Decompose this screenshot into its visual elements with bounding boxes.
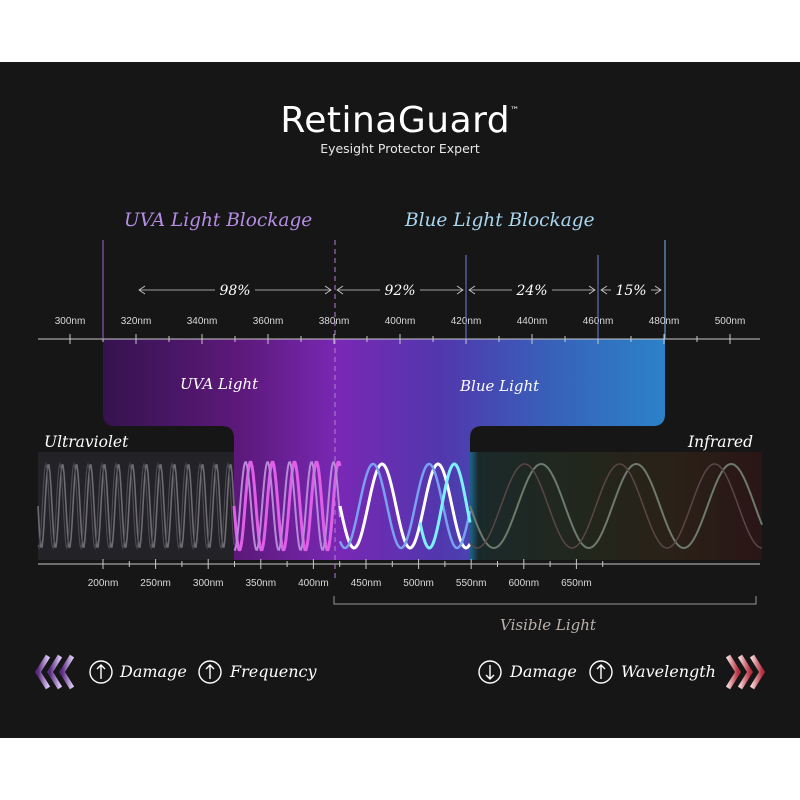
chevron-right-icon [725, 654, 765, 690]
bottom-tick-label: 250nm [140, 578, 171, 589]
bottom-tick-label: 450nm [351, 578, 382, 589]
bottom-tick-label: 300nm [193, 578, 224, 589]
brand-name: RetinaGuard [280, 100, 511, 141]
blue-blockage-header: Blue Light Blockage [405, 210, 595, 231]
visible-light-bracket [333, 596, 757, 605]
wave-line [233, 461, 341, 551]
top-tick-label: 500nm [715, 316, 746, 327]
arrow-down-icon [478, 660, 502, 684]
blockage-arrows: 98% 92% 24% 15% [138, 283, 662, 299]
arrow-up-icon [198, 660, 222, 684]
bottom-tick-label: 550nm [456, 578, 487, 589]
legend-right-wavelength: Wavelength [621, 662, 716, 681]
legend-left-damage: Damage [120, 662, 187, 681]
arrow-up-icon [89, 660, 113, 684]
wave-line [469, 463, 763, 549]
top-tick-label: 360nm [253, 316, 284, 327]
wave-line [418, 462, 472, 550]
brand-tagline: Eyesight Protector Expert [320, 141, 480, 156]
brand-logo: RetinaGuard™ [0, 100, 800, 141]
wave-lines [37, 460, 763, 552]
trademark: ™ [510, 106, 520, 116]
bottom-tick-label: 500nm [403, 578, 434, 589]
infrared-label: Infrared [688, 433, 753, 451]
arrowhead-left-icon [600, 285, 608, 295]
legend-left-frequency: Frequency [230, 662, 317, 681]
blue-light-label: Blue Light [460, 377, 540, 395]
arrowhead-right-icon [324, 285, 332, 295]
bottom-tick-label: 200nm [88, 578, 119, 589]
bottom-tick-label: 600nm [509, 578, 540, 589]
wave-line [338, 462, 472, 550]
blockage-percent: 98% [219, 283, 250, 299]
blockage-percent: 92% [384, 283, 415, 299]
light-band [103, 339, 665, 560]
arrowhead-right-icon [588, 285, 596, 295]
bottom-tick-label: 650nm [561, 578, 592, 589]
top-tick-label: 440nm [517, 316, 548, 327]
uva-blockage-header: UVA Light Blockage [124, 210, 313, 231]
wave-backdrop-right [470, 452, 762, 560]
top-tick-label: 380nm [319, 316, 350, 327]
uva-light-label: UVA Light [180, 375, 259, 393]
chevron-left-icon [35, 654, 75, 690]
arrowhead-left-icon [336, 285, 344, 295]
legend-right-damage: Damage [510, 662, 577, 681]
arrowhead-left-icon [468, 285, 476, 295]
wave-line [469, 462, 763, 550]
top-tick-label: 340nm [187, 316, 218, 327]
top-tick-label: 300nm [55, 316, 86, 327]
wave-line [232, 460, 342, 552]
top-tick-label: 320nm [121, 316, 152, 327]
bottom-tick-label: 350nm [246, 578, 277, 589]
arrowhead-right-icon [654, 285, 662, 295]
wave-line [37, 461, 235, 551]
blockage-percent: 15% [615, 283, 646, 299]
bottom-tick-label: 400nm [298, 578, 329, 589]
ultraviolet-label: Ultraviolet [44, 433, 129, 451]
blockage-percent: 24% [515, 283, 547, 299]
arrowhead-left-icon [138, 285, 146, 295]
top-tick-label: 400nm [385, 316, 416, 327]
visible-light-label: Visible Light [500, 616, 596, 634]
top-tick-label: 480nm [649, 316, 680, 327]
bottom-scale-ticks: 200nm 250nm 300nm 350nm 400nm 450nm 500nm 550nm… [88, 559, 604, 589]
arrowhead-right-icon [456, 285, 464, 295]
arrow-up-icon [589, 660, 613, 684]
